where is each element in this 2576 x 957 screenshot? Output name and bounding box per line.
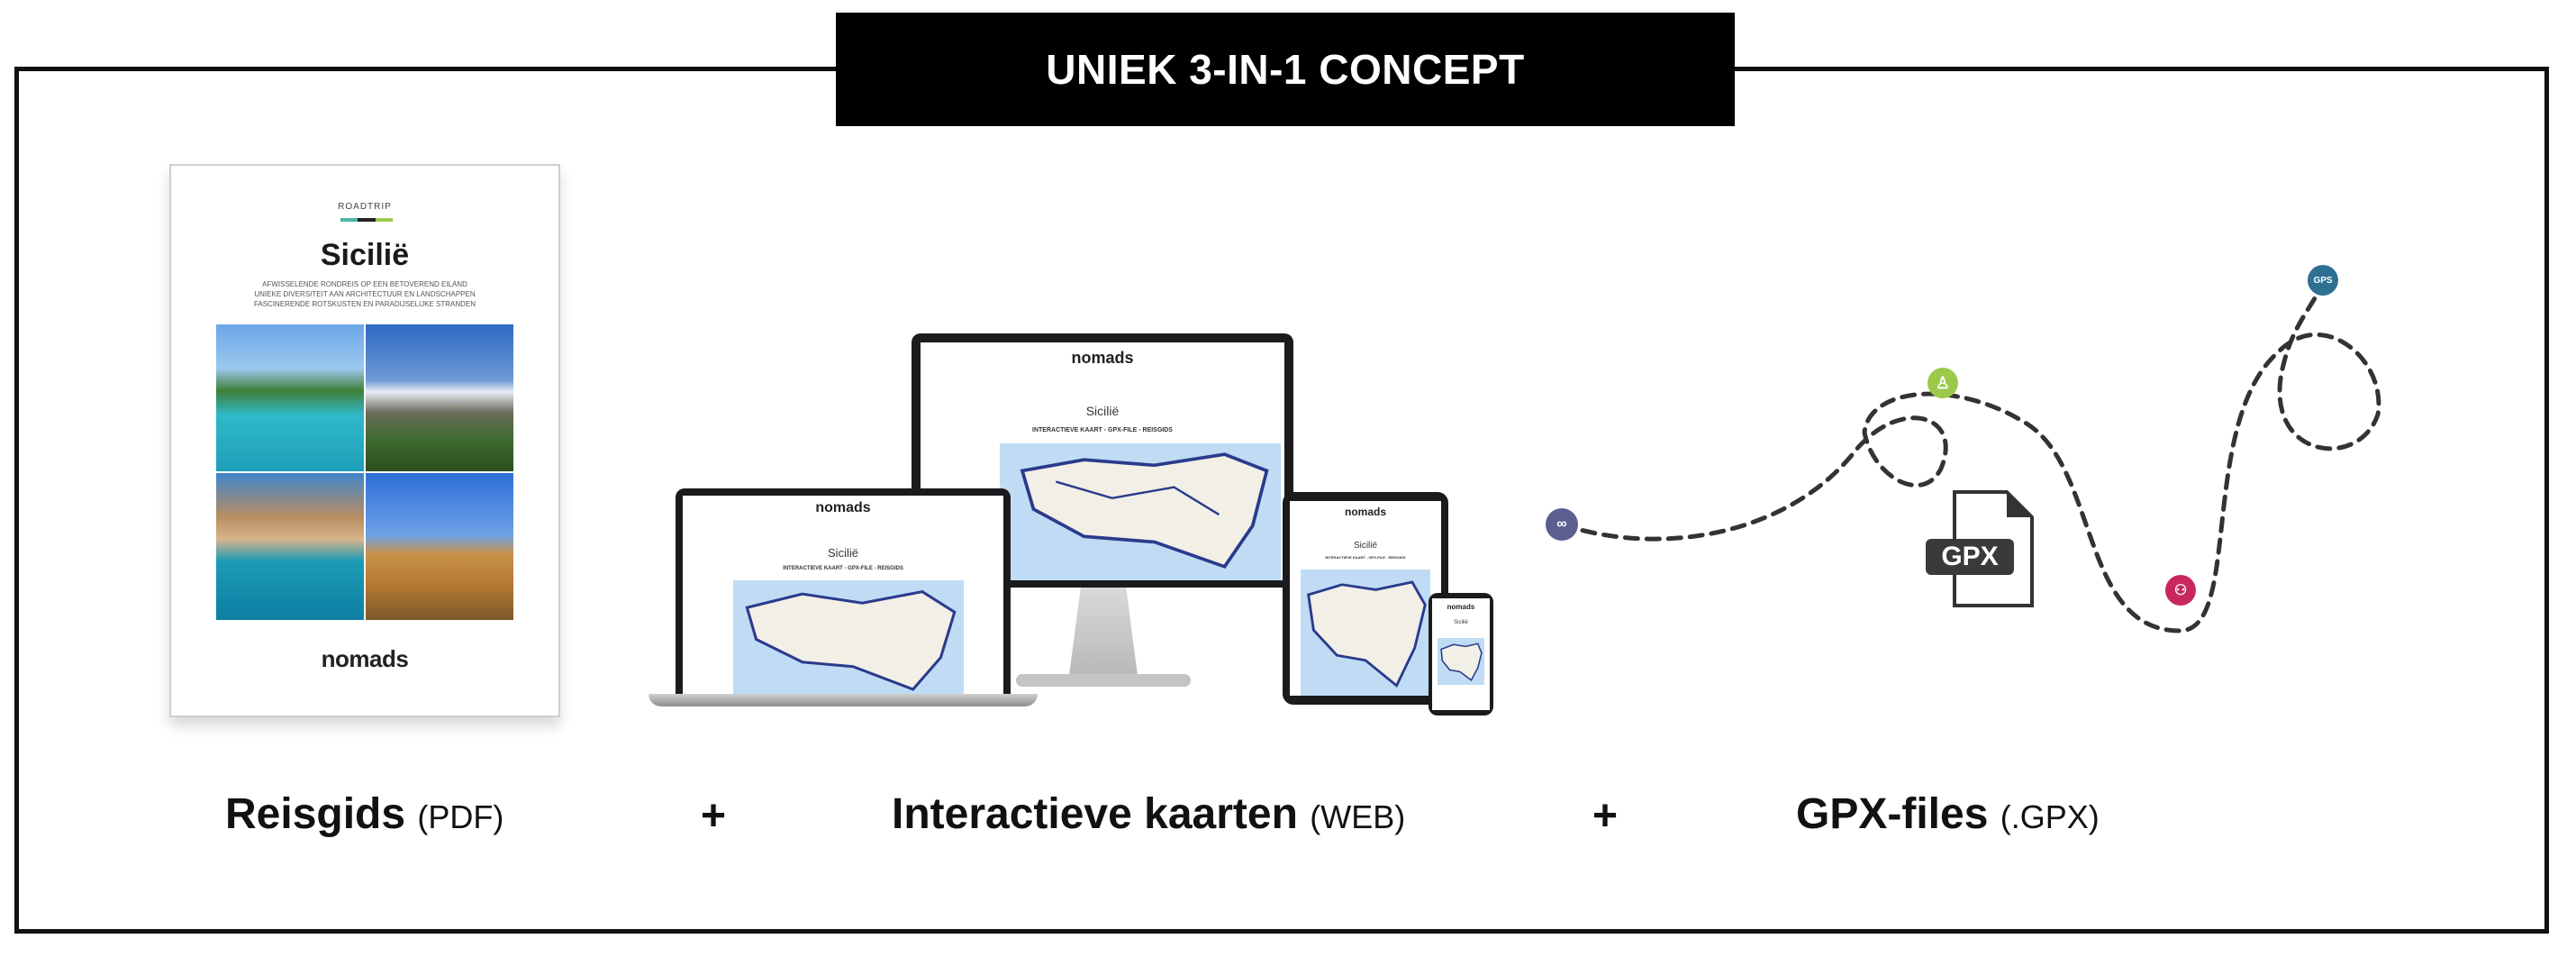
cover-subtitle: AFWISSELENDE RONDREIS OP EEN BETOVEREND … (253, 280, 476, 308)
laptop-brand-logo: nomads (815, 500, 871, 515)
phone-brand-logo: nomads (1447, 602, 1475, 611)
tablet-page-title: Sicilië (1353, 541, 1378, 551)
desktop-base (1016, 674, 1191, 687)
phone-page-title: Sicilië (1454, 620, 1468, 625)
bike-icon: ∞ (1546, 508, 1578, 541)
tablet-screen: nomads Sicilië INTERACTIEVE KAART - GPX-… (1290, 501, 1441, 696)
plus-sign-2: + (1592, 792, 1619, 840)
desktop-page-subtitle: INTERACTIEVE KAART - GPX-FILE - REISGIDS (1032, 427, 1173, 433)
hiking-icon: ♙ (1927, 368, 1958, 398)
phone: nomads Sicilië (1429, 593, 1493, 715)
tablet-page-subtitle: INTERACTIEVE KAART - GPX-FILE - REISGIDS (1325, 555, 1406, 560)
tablet-map (1301, 570, 1430, 696)
laptop-map (733, 580, 964, 694)
cover-accent-bars (340, 218, 393, 222)
photo-harbor (216, 473, 364, 620)
cover-kicker: ROADTRIP (338, 202, 392, 212)
label-reisgids: Reisgids (PDF) (225, 790, 504, 838)
pdf-guide-cover: ROADTRIP Sicilië AFWISSELENDE RONDREIS O… (169, 164, 560, 717)
gps-icon: GPS (2308, 265, 2338, 296)
gpx-file-label: GPX (1926, 539, 2014, 575)
desktop-screen: nomads Sicilië INTERACTIEVE KAART - GPX-… (921, 342, 1284, 580)
label-gpx-files: GPX-files (.GPX) (1796, 790, 2100, 838)
banner-title: UNIEK 3-IN-1 CONCEPT (836, 13, 1735, 126)
cycling-icon: ⚇ (2165, 575, 2196, 606)
laptop: nomads Sicilië INTERACTIEVE KAART - GPX-… (676, 488, 1011, 694)
laptop-page-title: Sicilië (828, 546, 858, 560)
laptop-screen: nomads Sicilië INTERACTIEVE KAART - GPX-… (683, 496, 1003, 694)
phone-screen: nomads Sicilië (1432, 598, 1490, 710)
gpx-file-icon: GPX (1926, 488, 2036, 609)
tablet: nomads Sicilië INTERACTIEVE KAART - GPX-… (1283, 492, 1448, 705)
cover-brand-logo: nomads (321, 645, 409, 672)
desktop-page-title: Sicilië (1085, 404, 1120, 418)
desktop-map (1000, 443, 1281, 580)
desktop-monitor: nomads Sicilië INTERACTIEVE KAART - GPX-… (912, 333, 1293, 588)
photo-volcano (366, 324, 513, 471)
laptop-base (649, 694, 1038, 706)
photo-beach (216, 324, 364, 471)
desktop-stand (1069, 588, 1138, 674)
label-interactieve-kaarten: Interactieve kaarten (WEB) (892, 790, 1406, 838)
tablet-brand-logo: nomads (1344, 506, 1386, 518)
cover-title: Sicilië (320, 238, 410, 272)
phone-map (1438, 638, 1484, 685)
photo-temple (366, 473, 513, 620)
desktop-brand-logo: nomads (1071, 348, 1134, 367)
cover-photo-grid (216, 324, 513, 620)
laptop-page-subtitle: INTERACTIEVE KAART - GPX-FILE - REISGIDS (783, 566, 903, 571)
plus-sign-1: + (701, 792, 727, 840)
